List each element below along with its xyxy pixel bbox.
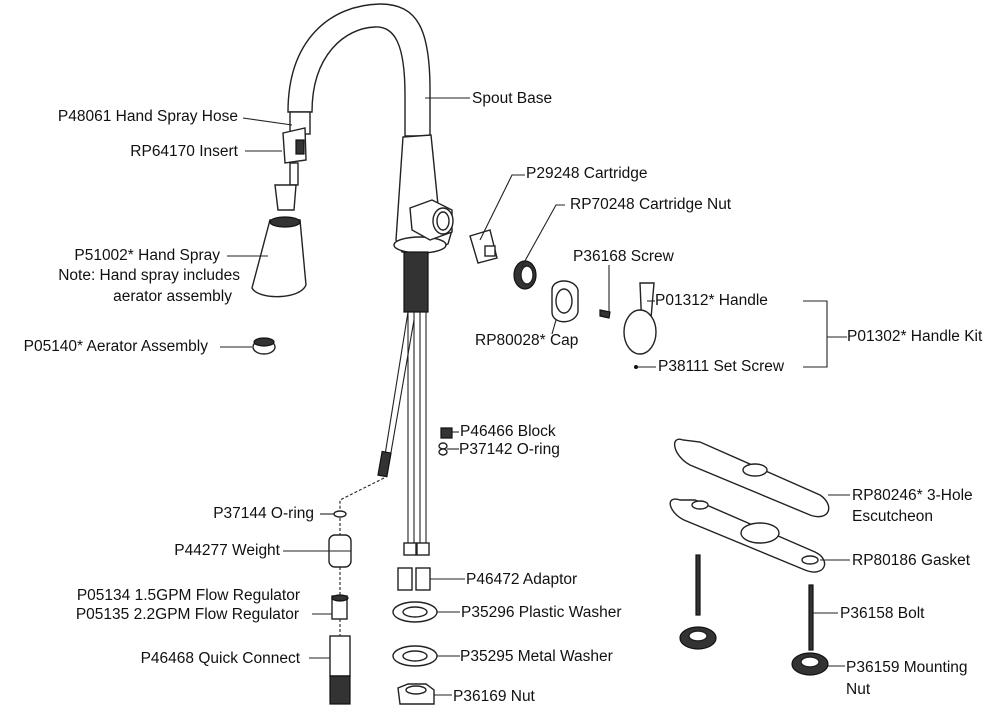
label-insert: RP64170 Insert — [130, 143, 238, 160]
label-hand-spray-note-2: aerator assembly — [113, 288, 232, 305]
label-escutcheon: RP80246* 3-Hole — [852, 487, 973, 504]
label-aerator-assembly: P05140* Aerator Assembly — [23, 338, 208, 355]
spout-base-drawing — [287, 3, 454, 313]
hand-spray-drawing — [251, 111, 311, 298]
label-metal-washer: P35295 Metal Washer — [460, 648, 613, 665]
label-mounting-nut: P36159 Mounting — [846, 659, 968, 676]
label-adaptor: P46472 Adaptor — [466, 571, 578, 588]
label-screw: P36168 Screw — [573, 248, 674, 265]
label-flow-regulator-15: P05134 1.5GPM Flow Regulator — [76, 587, 300, 604]
aerator-drawing — [252, 337, 276, 355]
label-block: P46466 Block — [460, 423, 556, 440]
label-weight: P44277 Weight — [174, 542, 280, 559]
label-o-ring-37142: P37142 O-ring — [459, 441, 560, 458]
leader-lines — [220, 97, 850, 696]
label-hand-spray-note: Note: Hand spray includes — [58, 267, 240, 284]
label-handle-kit: P01302* Handle Kit — [847, 328, 983, 345]
label-o-ring-37144: P37144 O-ring — [213, 505, 314, 522]
supply-lines-drawing — [339, 311, 430, 556]
block-oring-drawing — [438, 427, 453, 456]
label-plastic-washer: P35296 Plastic Washer — [461, 604, 622, 621]
label-cap: RP80028* Cap — [475, 332, 579, 349]
label-set-screw: P38111 Set Screw — [658, 358, 785, 375]
label-mounting-nut-2: Nut — [846, 681, 871, 698]
label-hand-spray: P51002* Hand Spray — [74, 247, 220, 264]
label-hand-spray-hose: P48061 Hand Spray Hose — [57, 108, 238, 125]
valve-parts-drawing — [469, 229, 657, 369]
label-handle: P01312* Handle — [655, 292, 768, 309]
label-escutcheon-2: Escutcheon — [852, 508, 933, 525]
label-flow-regulator-22: P05135 2.2GPM Flow Regulator — [75, 606, 299, 623]
label-cartridge: P29248 Cartridge — [526, 165, 648, 182]
label-spout-base: Spout Base — [472, 90, 553, 107]
label-nut: P36169 Nut — [453, 688, 535, 705]
mounting-hardware-drawing — [392, 567, 438, 705]
pulldown-stack-drawing — [328, 510, 352, 705]
label-bolt: P36158 Bolt — [840, 605, 925, 622]
label-gasket: RP80186 Gasket — [852, 552, 971, 569]
label-cartridge-nut: RP70248 Cartridge Nut — [570, 196, 732, 213]
label-quick-connect: P46468 Quick Connect — [140, 650, 300, 667]
escutcheon-drawing — [669, 438, 830, 676]
